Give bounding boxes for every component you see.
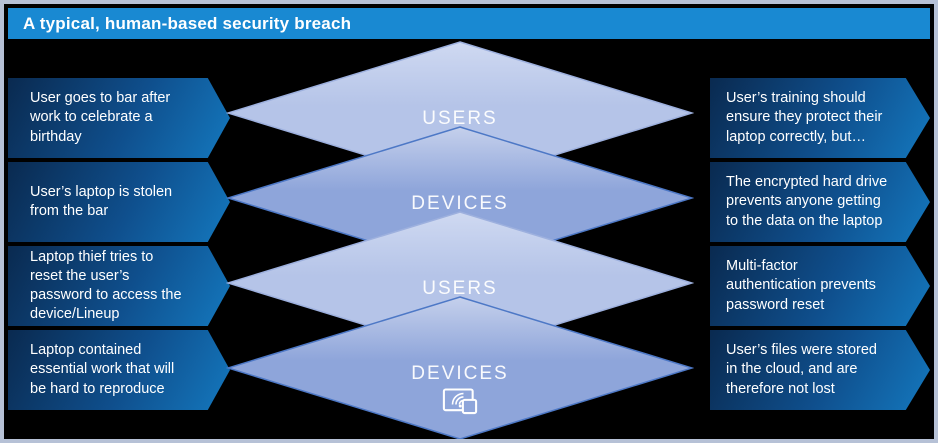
right-callout-2: The encrypted hard drive prevents anyone… [710, 162, 930, 242]
right-callout-1-text: User’s training should ensure they prote… [726, 90, 883, 145]
layer-devices-2-label: DEVICES [411, 363, 508, 384]
layer-diamond-stack: USERS DEVICES USERS DEVICES [226, 41, 694, 439]
layer-devices-2: DEVICES [226, 296, 694, 439]
left-callout-2-text: User’s laptop is stolen from the bar [30, 183, 173, 219]
right-callout-3-text: Multi-factor authentication prevents pas… [726, 258, 876, 313]
right-callout-4: User’s files were stored in the cloud, a… [710, 330, 930, 410]
left-callout-4: Laptop contained essential work that wil… [8, 330, 230, 410]
left-callout-1-text: User goes to bar after work to celebrate… [30, 90, 171, 145]
layer-devices-1-label: DEVICES [411, 193, 508, 214]
page-title: A typical, human-based security breach [23, 13, 352, 33]
right-callout-4-text: User’s files were stored in the cloud, a… [726, 342, 877, 397]
right-callout-3: Multi-factor authentication prevents pas… [710, 246, 930, 326]
left-callout-3-text: Laptop thief tries to reset the user’s p… [30, 248, 182, 323]
right-callout-column: User’s training should ensure they prote… [710, 78, 930, 414]
right-callout-2-text: The encrypted hard drive prevents anyone… [726, 174, 888, 229]
layer-users-2: USERS [226, 211, 694, 355]
layer-users-1-label: USERS [422, 108, 497, 129]
left-callout-1: User goes to bar after work to celebrate… [8, 78, 230, 158]
left-callout-2: User’s laptop is stolen from the bar [8, 162, 230, 242]
right-callout-1: User’s training should ensure they prote… [710, 78, 930, 158]
left-callout-4-text: Laptop contained essential work that wil… [30, 342, 175, 397]
layer-users-2-label: USERS [422, 278, 497, 299]
title-bar: A typical, human-based security breach [8, 8, 930, 39]
left-callout-column: User goes to bar after work to celebrate… [8, 78, 230, 414]
left-callout-3: Laptop thief tries to reset the user’s p… [8, 246, 230, 326]
